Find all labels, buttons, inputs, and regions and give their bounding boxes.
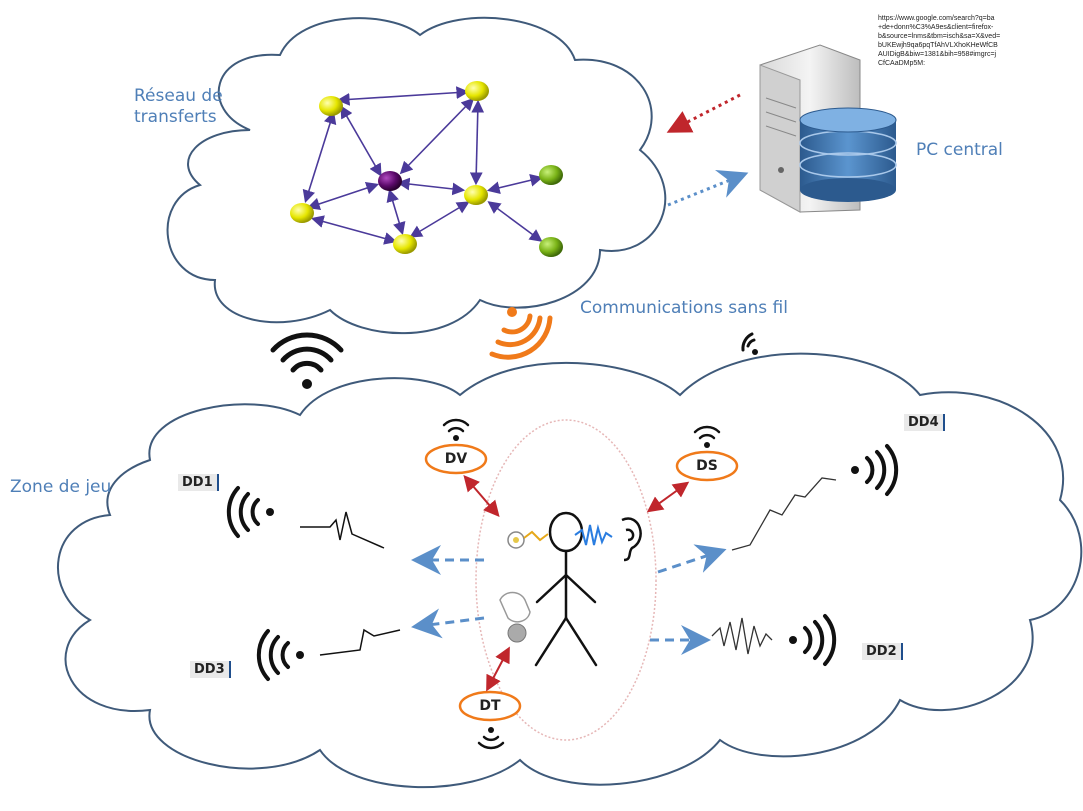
dt-link-arrow (486, 646, 510, 692)
ear-icon (621, 517, 642, 562)
device-ds (675, 425, 739, 482)
network-edges (302, 86, 544, 245)
dd3-label: DD3 (190, 661, 231, 678)
network-node (393, 234, 417, 254)
dd4-emitter-icon (851, 444, 899, 496)
url-text: https://www.google.com/search?q=ba +de+d… (878, 15, 1001, 67)
database-icon (799, 107, 897, 202)
network-cloud (166, 16, 667, 335)
pc-label: PC central (916, 140, 1003, 160)
pc-to-network-arrow (666, 93, 741, 133)
dd4-signal (731, 477, 837, 551)
dd1-signal (300, 511, 385, 549)
network-label-line1: Réseau de (134, 86, 223, 106)
device-ds-label: DS (696, 458, 718, 474)
wifi-small-icon (741, 332, 758, 355)
eye-icon (507, 530, 549, 549)
player-zone (475, 419, 657, 741)
network-node (290, 203, 314, 223)
network-node (319, 96, 343, 116)
ds-link-arrow (646, 481, 690, 513)
to-dd3-arrow (411, 608, 485, 639)
dd2-signal (711, 617, 773, 655)
network-nodes (290, 81, 563, 257)
play-zone-cloud (56, 352, 1083, 789)
dd2-emitter-icon (789, 614, 837, 666)
network-node-green (539, 237, 563, 257)
hand-icon (499, 591, 531, 643)
wireless-label: Communications sans fil (580, 298, 788, 318)
device-dv (424, 418, 488, 475)
network-node-central (378, 171, 402, 191)
network-label: Réseau de transferts (134, 86, 223, 128)
device-dv-label: DV (444, 451, 468, 467)
wireless-orange-icon (489, 307, 553, 360)
network-node (465, 81, 489, 101)
network-to-pc-arrow (667, 169, 749, 207)
network-node-green (539, 165, 563, 185)
dd1-label: DD1 (178, 474, 219, 491)
dd2-label: DD2 (862, 643, 903, 660)
network-node (464, 185, 488, 205)
network-label-line2: transferts (134, 107, 217, 127)
to-dd4-arrow (657, 544, 727, 574)
wifi-icon (270, 332, 344, 389)
dv-link-arrow (463, 474, 500, 518)
dd3-signal (319, 628, 401, 656)
dd1-emitter-icon (226, 486, 274, 538)
zone-label: Zone de jeu (10, 477, 112, 497)
dd3-emitter-icon (256, 629, 304, 681)
dd4-label: DD4 (904, 414, 945, 431)
device-dt (458, 690, 522, 750)
player-figure (534, 511, 598, 667)
device-dt-label: DT (479, 698, 501, 714)
sound-wave (574, 524, 613, 546)
